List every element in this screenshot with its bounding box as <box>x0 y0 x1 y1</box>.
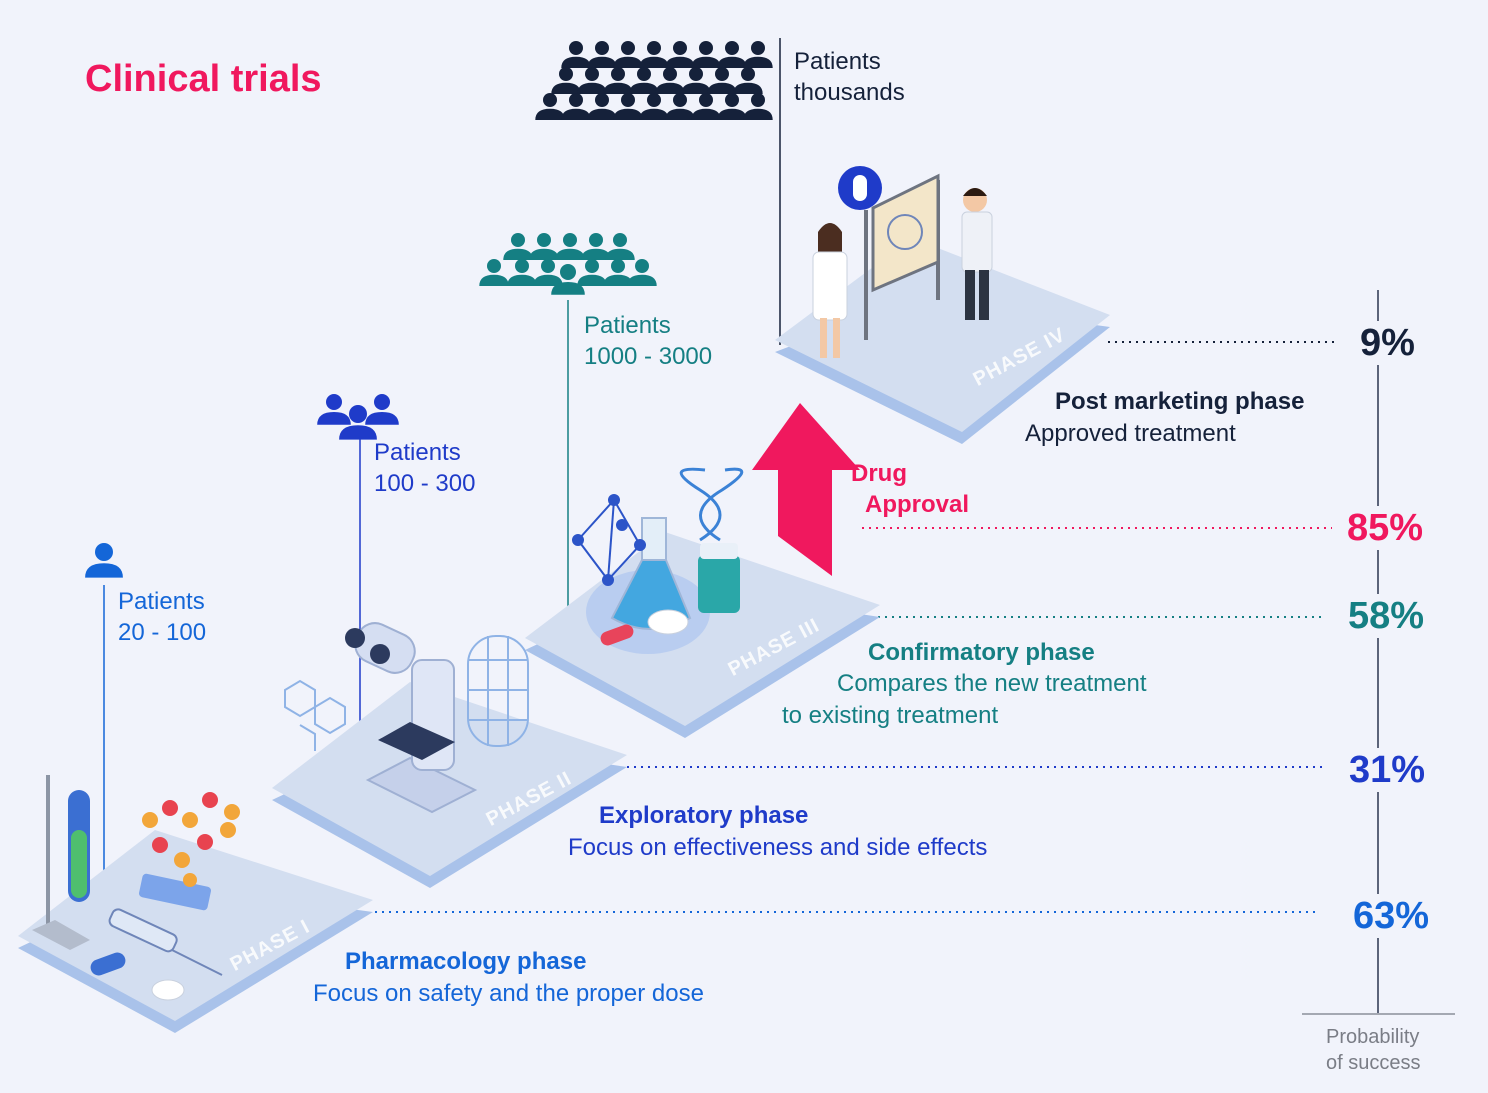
crowd-icon <box>603 67 633 94</box>
crowd-icon <box>639 41 669 68</box>
crowd-icon <box>479 259 509 286</box>
crowd-icon <box>665 93 695 120</box>
phase4-patients-label: Patients <box>794 48 881 75</box>
phase3-patients-count: 1000 - 3000 <box>584 343 713 370</box>
page-title: Clinical trials <box>85 58 322 100</box>
crowd-icon <box>507 259 537 286</box>
phase2-patients-count: 100 - 300 <box>374 470 476 497</box>
sample-tray <box>139 873 211 911</box>
axis-label-line2: of success <box>1326 1052 1421 1074</box>
crowd-icon <box>717 41 747 68</box>
axis-label-line1: Probability <box>1326 1026 1420 1048</box>
crowd-icon <box>691 93 721 120</box>
crowd-icon <box>587 41 617 68</box>
phase1-platform <box>18 775 373 1033</box>
approval-probability: 85% <box>1345 506 1426 550</box>
researcher-man-icon <box>961 188 993 320</box>
test-tube-icon <box>32 775 90 950</box>
people-group-icon <box>317 394 351 425</box>
medicine-bottle-icon <box>698 543 740 613</box>
crowd-icon <box>577 259 607 286</box>
phase4-description: Approved treatment <box>1025 420 1236 447</box>
crowd-icon <box>613 93 643 120</box>
person-icon <box>85 543 123 578</box>
upward-arrow-icon <box>752 403 860 576</box>
phase4-name: Post marketing phase <box>1055 388 1305 415</box>
phase2-probability: 31% <box>1347 748 1428 792</box>
hexagon-molecule-icon <box>284 679 346 751</box>
crowd-icon <box>551 67 581 94</box>
pill-icon <box>600 609 689 646</box>
phase1-patients-count: 20 - 100 <box>118 619 207 646</box>
phase4-probability: 9% <box>1358 321 1417 365</box>
crowd-icon <box>743 93 773 120</box>
crowd-icon <box>551 264 585 295</box>
crowd-icon <box>655 67 685 94</box>
phase1-probability: 63% <box>1351 894 1432 938</box>
approval-label-line1: Drug <box>851 460 907 487</box>
crowd-icon <box>533 259 563 286</box>
phase3-name: Confirmatory phase <box>868 639 1095 666</box>
people-group-icon <box>339 405 377 440</box>
phase2-name: Exploratory phase <box>599 802 809 829</box>
phase2-platform <box>272 622 627 888</box>
syringe-icon <box>108 908 223 976</box>
microscope-icon <box>345 622 478 814</box>
patient-icons <box>85 41 773 578</box>
crowd-icon <box>691 41 721 68</box>
crowd-icon <box>603 259 633 286</box>
phase3-description-line1: Compares the new treatment <box>837 670 1147 697</box>
crowd-icon <box>561 93 591 120</box>
crowd-icon <box>561 41 591 68</box>
crowd-icon <box>535 93 565 120</box>
researcher-woman-icon <box>812 223 848 358</box>
crowd-icon <box>717 93 747 120</box>
crowd-icon <box>613 41 643 68</box>
phase2-patients-label: Patients <box>374 439 461 466</box>
crowd-icon <box>577 67 607 94</box>
approval-label-line2: Approval <box>865 491 970 518</box>
crowd-icon <box>605 233 635 260</box>
molecule-icon <box>572 494 646 586</box>
crowd-icon <box>681 67 711 94</box>
crowd-icon <box>639 93 669 120</box>
molecule-chain-icon <box>142 792 240 887</box>
phase2-description: Focus on effectiveness and side effects <box>568 834 988 861</box>
phase4-patients-count: thousands <box>794 79 905 106</box>
crowd-icon <box>743 41 773 68</box>
crowd-icon <box>665 41 695 68</box>
crowd-icon <box>629 67 659 94</box>
people-group-icon <box>365 394 399 425</box>
crowd-icon <box>627 259 657 286</box>
phase1-name: Pharmacology phase <box>345 948 587 975</box>
capsule-icon <box>90 952 185 1001</box>
crowd-icon <box>581 233 611 260</box>
phase1-patients-label: Patients <box>118 588 205 615</box>
nanotube-icon <box>467 635 529 747</box>
crowd-icon <box>503 233 533 260</box>
crowd-icon <box>707 67 737 94</box>
crowd-icon <box>529 233 559 260</box>
phase3-patients-label: Patients <box>584 312 671 339</box>
crowd-icon <box>733 67 763 94</box>
presentation-board-icon <box>838 166 940 340</box>
crowd-icon <box>555 233 585 260</box>
phase1-description: Focus on safety and the proper dose <box>313 980 704 1007</box>
crowd-icon <box>587 93 617 120</box>
phase3-description-line2: to existing treatment <box>782 702 999 729</box>
phase3-probability: 58% <box>1346 594 1427 638</box>
phase3-platform <box>525 467 880 738</box>
dna-icon <box>679 467 744 542</box>
phase4-platform <box>775 166 1110 444</box>
